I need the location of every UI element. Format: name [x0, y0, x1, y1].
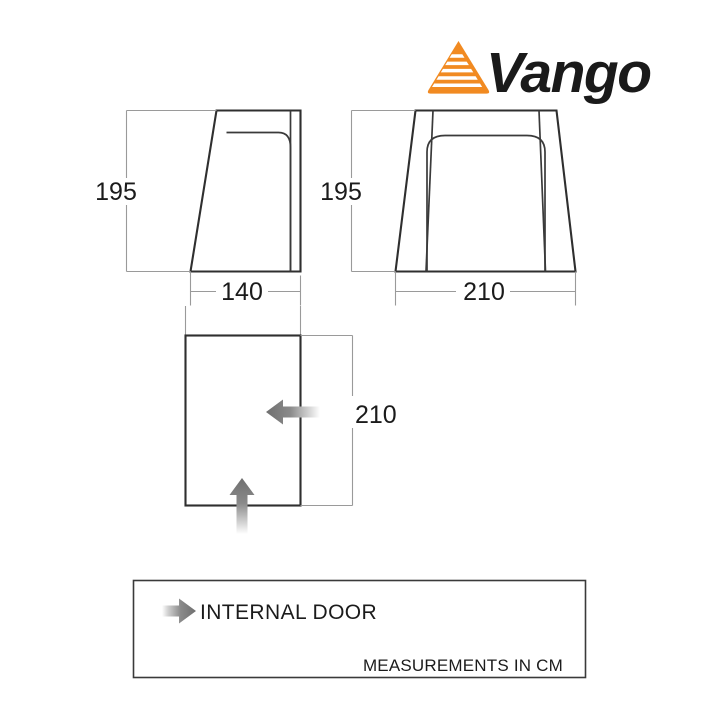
- side-inner-door-line: [226, 131, 292, 272]
- floor-plan-view: 210: [184, 306, 397, 534]
- front-height-dimension: 195: [320, 109, 416, 273]
- side-width-label: 140: [221, 278, 263, 306]
- vango-logo: Vango: [418, 35, 678, 105]
- side-height-dimension: 195: [95, 109, 217, 273]
- legend-internal-door-label: INTERNAL DOOR: [200, 601, 377, 624]
- side-body-outline: [189, 109, 302, 273]
- side-elevation-view: 195 140: [95, 109, 302, 306]
- legend-border: [132, 579, 587, 679]
- side-height-label: 195: [95, 178, 137, 206]
- front-height-label: 195: [320, 178, 362, 206]
- door-arrow-up-icon: [229, 478, 255, 534]
- door-arrow-left-icon: [266, 399, 320, 425]
- svg-text:Vango: Vango: [486, 41, 651, 105]
- plan-depth-label: 210: [355, 401, 397, 429]
- legend-box: INTERNAL DOOR MEASUREMENTS IN CM: [132, 579, 587, 679]
- legend-arrow-right-icon: [162, 598, 196, 624]
- legend-measurements-note: MEASUREMENTS IN CM: [363, 656, 563, 675]
- front-width-dimension: 210: [394, 271, 577, 306]
- front-elevation-view: 195 210: [320, 109, 577, 306]
- vango-triangle-icon: [427, 41, 490, 94]
- plan-depth-dimension: 210: [300, 334, 397, 507]
- vango-wordmark: Vango: [486, 41, 652, 105]
- front-width-label: 210: [463, 278, 505, 306]
- side-width-dimension: 140: [189, 271, 302, 306]
- front-door-arch: [426, 134, 546, 272]
